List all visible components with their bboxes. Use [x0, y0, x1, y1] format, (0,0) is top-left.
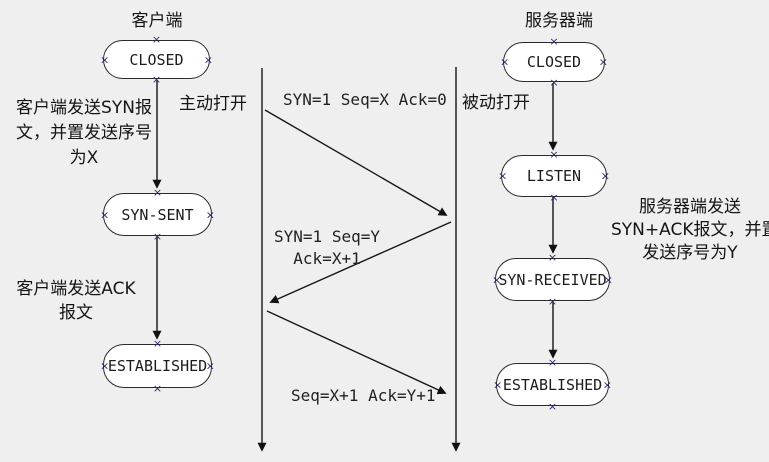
annotation-line: 客户端发送ACK — [16, 279, 136, 299]
active-open-label: 主动打开 — [179, 94, 247, 114]
server-column-title: 服务器端 — [525, 11, 593, 31]
connection-point-icon: × — [602, 378, 612, 391]
message-line: SYN=1 Seq=Y — [274, 227, 380, 246]
synack-message-arrow — [269, 221, 452, 304]
ack-message-label: Seq=X+1 Ack=Y+1 — [291, 386, 436, 405]
connection-point-icon: × — [100, 359, 110, 373]
connection-point-icon: × — [547, 295, 558, 308]
connection-point-icon: × — [152, 186, 163, 199]
state-label-server-listen: LISTEN — [526, 167, 582, 185]
state-label-server-established: ESTABLISHED — [502, 375, 603, 394]
connection-point-icon: × — [100, 53, 110, 66]
annotation-line: 文，并置发送序号 — [16, 123, 152, 143]
syn-message-label: SYN=1 Seq=X Ack=0 — [283, 90, 447, 109]
state-label-client-established: ESTABLISHED — [107, 357, 208, 375]
annotation-line: 为X — [69, 148, 99, 168]
connection-point-icon: × — [152, 382, 163, 395]
annotation-line: 服务器端发送 — [639, 197, 741, 217]
server-synack-annotation: 服务器端发送 SYN+ACK报文，并置 发送序号为Y — [611, 196, 769, 265]
connection-point-icon: × — [100, 208, 110, 221]
synack-message-label: SYN=1 Seq=Y Ack=X+1 — [272, 226, 382, 270]
state-node-client-syn-sent: × × × × SYN-SENT — [100, 187, 215, 242]
connection-point-icon: × — [205, 359, 215, 373]
connection-point-icon: × — [493, 378, 503, 391]
syn-message-arrow — [264, 109, 448, 216]
client-column-title: 客户端 — [131, 11, 183, 31]
connection-point-icon: × — [549, 191, 559, 204]
state-node-server-listen: × × × × LISTEN — [498, 149, 610, 203]
connection-point-icon: × — [151, 33, 162, 46]
client-syn-annotation: 客户端发送SYN报 文，并置发送序号 为X — [0, 96, 168, 171]
connection-point-icon: × — [205, 208, 215, 221]
annotation-line: 报文 — [59, 303, 93, 323]
state-node-server-closed: × × × × CLOSED — [500, 36, 608, 88]
connection-point-icon: × — [151, 73, 162, 86]
message-line: Ack=X+1 — [293, 249, 361, 268]
state-node-server-syn-received: × × × × SYN-RECEIVED — [492, 252, 613, 307]
connection-point-icon: × — [492, 273, 502, 286]
connection-point-icon: × — [598, 55, 608, 69]
connection-point-icon: × — [547, 251, 558, 264]
state-label-client-syn-sent: SYN-SENT — [121, 205, 194, 224]
connection-point-icon: × — [549, 35, 559, 48]
annotation-line: SYN+ACK报文，并置 — [611, 220, 769, 240]
state-label-server-syn-received: SYN-RECEIVED — [498, 270, 607, 289]
state-label-client-closed: CLOSED — [129, 50, 184, 69]
connection-point-icon: × — [203, 53, 213, 66]
annotation-line: 客户端发送SYN报 — [16, 98, 152, 118]
client-ack-annotation: 客户端发送ACK 报文 — [0, 277, 152, 325]
state-node-server-established: × × × × ESTABLISHED — [493, 357, 612, 412]
connection-point-icon: × — [603, 273, 613, 286]
state-node-client-established: × × × × ESTABLISHED — [100, 338, 215, 394]
connection-point-icon: × — [547, 356, 558, 369]
connection-point-icon: × — [600, 169, 610, 183]
connection-point-icon: × — [549, 76, 559, 89]
passive-open-label: 被动打开 — [462, 93, 530, 113]
annotation-line: 发送序号为Y — [642, 243, 738, 263]
connection-point-icon: × — [500, 55, 510, 69]
connection-point-icon: × — [498, 169, 508, 183]
state-label-server-closed: CLOSED — [526, 53, 582, 71]
connection-point-icon: × — [547, 400, 558, 413]
ack-message-arrow — [266, 310, 447, 395]
connection-point-icon: × — [152, 337, 163, 350]
connection-point-icon: × — [152, 230, 163, 243]
connection-point-icon: × — [549, 148, 559, 161]
state-node-client-closed: × × × × CLOSED — [100, 34, 213, 85]
